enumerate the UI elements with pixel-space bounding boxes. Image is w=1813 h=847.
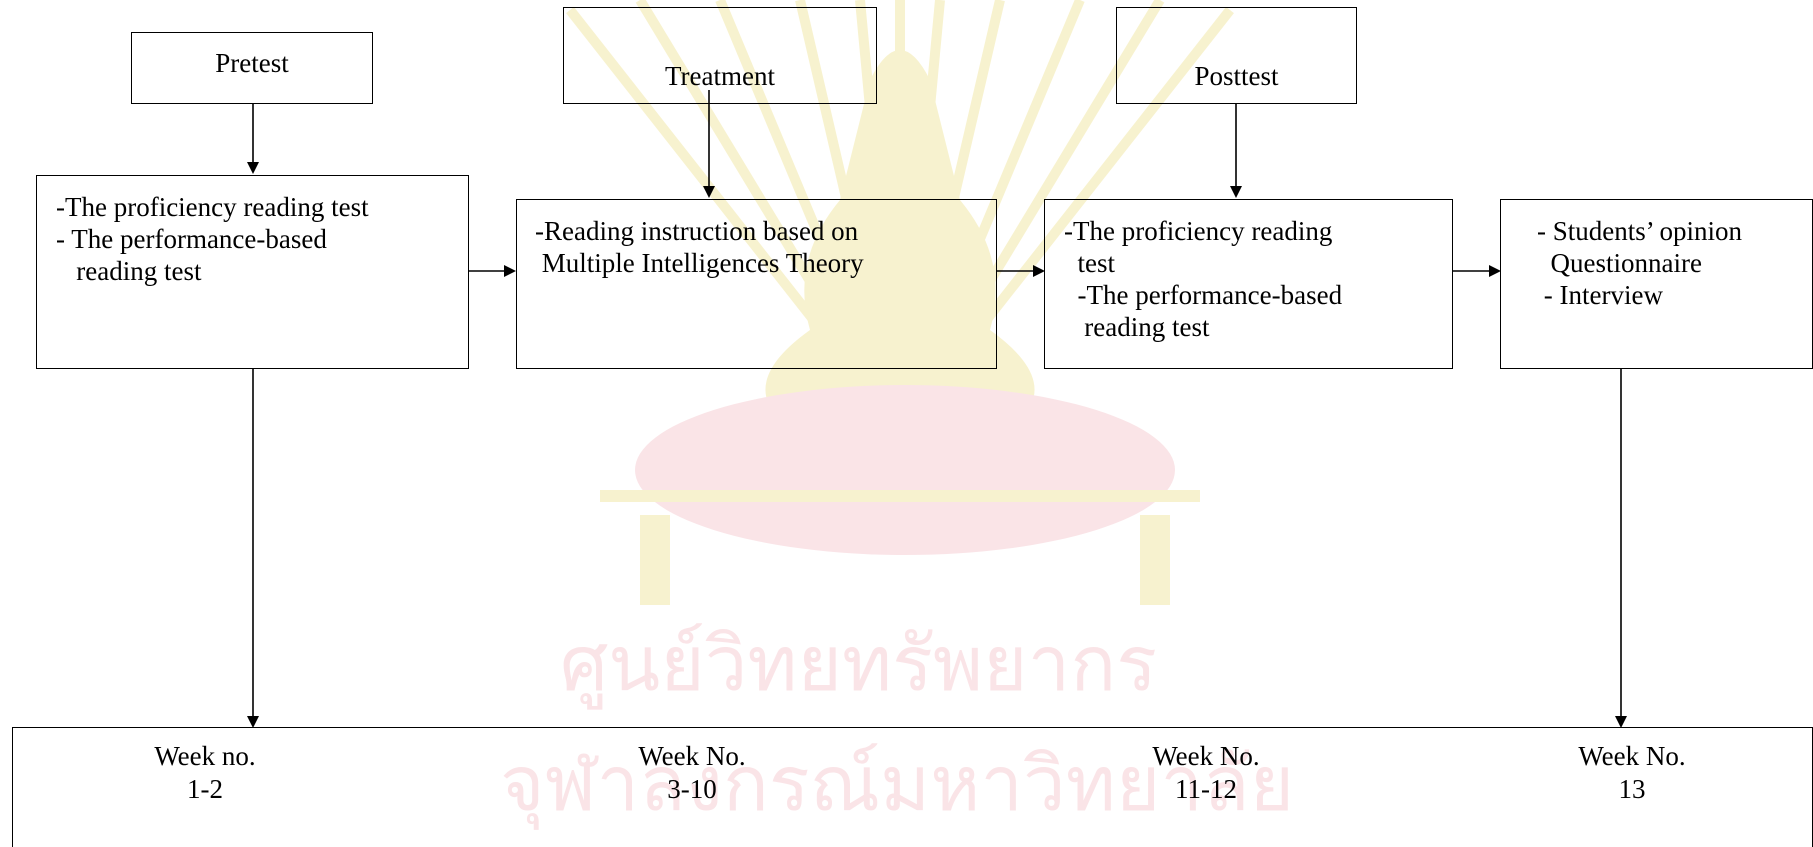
pretest-line-3: reading test (56, 256, 202, 286)
pretest-content-box: -The proficiency reading test - The perf… (36, 175, 469, 369)
pretest-line-1: -The proficiency reading test (56, 192, 369, 222)
treatment-line-2: Multiple Intelligences Theory (535, 248, 864, 278)
treatment-header-label: Treatment (665, 61, 775, 91)
followup-line-2: Questionnaire (1537, 248, 1702, 278)
posttest-line-4: reading test (1064, 312, 1210, 342)
week-11-12: Week No. 11-12 (1096, 740, 1316, 806)
week-13: Week No. 13 (1522, 740, 1742, 806)
week-1-2: Week no. 1-2 (95, 740, 315, 806)
followup-line-3: - Interview (1537, 280, 1663, 310)
followup-content-box: - Students’ opinion Questionnaire - Inte… (1500, 199, 1813, 369)
week-range: 11-12 (1175, 774, 1237, 804)
week-label: Week No. (638, 741, 746, 771)
posttest-line-3: -The performance-based (1064, 280, 1343, 310)
posttest-line-2: test (1064, 248, 1116, 278)
treatment-header-box: Treatment (563, 7, 877, 104)
posttest-content-box: -The proficiency reading test -The perfo… (1044, 199, 1453, 369)
pretest-header-box: Pretest (131, 32, 373, 104)
treatment-content-box: -Reading instruction based on Multiple I… (516, 199, 997, 369)
followup-line-1: - Students’ opinion (1537, 216, 1742, 246)
svg-text:จุฬาลงกรณ์มหาวิทยาลัย: จุฬาลงกรณ์มหาวิทยาลัย (500, 739, 1294, 830)
week-range: 1-2 (187, 774, 223, 804)
week-range: 3-10 (667, 774, 717, 804)
week-range: 13 (1618, 774, 1646, 804)
pretest-header-label: Pretest (215, 48, 289, 78)
pretest-line-2: - The performance-based (56, 224, 327, 254)
week-label: Week no. (154, 741, 256, 771)
posttest-header-box: Posttest (1116, 7, 1357, 104)
posttest-header-label: Posttest (1194, 61, 1279, 91)
week-label: Week No. (1578, 741, 1686, 771)
week-3-10: Week No. 3-10 (582, 740, 802, 806)
week-label: Week No. (1152, 741, 1260, 771)
posttest-line-1: -The proficiency reading (1064, 216, 1333, 246)
svg-text:ศูนย์วิทยทรัพยากร: ศูนย์วิทยทรัพยากร (560, 619, 1157, 710)
treatment-line-1: -Reading instruction based on (535, 216, 859, 246)
